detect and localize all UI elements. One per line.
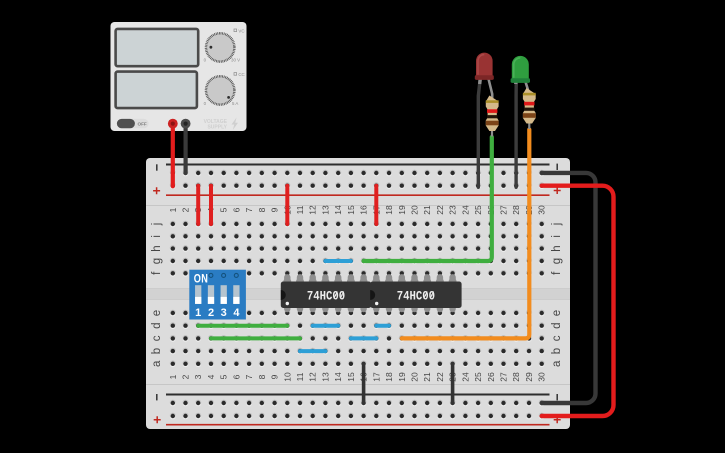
svg-text:6: 6 — [231, 207, 241, 212]
svg-text:12: 12 — [308, 205, 318, 215]
svg-text:28: 28 — [511, 372, 521, 382]
svg-text:b: b — [151, 348, 163, 354]
svg-text:2: 2 — [208, 307, 214, 319]
svg-text:74HC00: 74HC00 — [397, 288, 435, 303]
svg-text:g: g — [551, 258, 563, 264]
svg-text:10: 10 — [282, 372, 292, 382]
svg-text:9: 9 — [270, 374, 280, 379]
svg-text:29: 29 — [524, 372, 534, 382]
svg-text:i: i — [151, 235, 163, 238]
svg-text:8: 8 — [257, 374, 267, 379]
svg-text:f: f — [551, 271, 563, 275]
svg-text:22: 22 — [435, 205, 445, 215]
svg-text:16: 16 — [359, 205, 369, 215]
svg-text:5: 5 — [219, 374, 229, 379]
svg-text:f: f — [151, 271, 163, 275]
svg-text:e: e — [151, 310, 163, 316]
svg-text:26: 26 — [486, 372, 496, 382]
svg-text:8: 8 — [257, 207, 267, 212]
svg-text:g: g — [151, 258, 163, 264]
svg-text:11: 11 — [295, 205, 305, 214]
svg-text:14: 14 — [333, 372, 343, 382]
svg-text:5: 5 — [219, 207, 229, 212]
svg-text:a: a — [151, 360, 163, 367]
svg-text:VOLTAGE: VOLTAGE — [204, 119, 228, 125]
svg-text:7: 7 — [244, 374, 254, 379]
svg-text:24: 24 — [460, 372, 470, 382]
svg-text:27: 27 — [499, 372, 509, 382]
svg-text:17: 17 — [371, 372, 381, 382]
svg-text:3: 3 — [221, 307, 227, 319]
svg-text:c: c — [551, 335, 563, 341]
svg-text:25: 25 — [473, 205, 483, 215]
svg-text:24: 24 — [460, 205, 470, 215]
svg-text:15: 15 — [346, 372, 356, 382]
svg-text:j: j — [151, 223, 163, 227]
svg-text:2: 2 — [181, 374, 191, 379]
svg-text:18: 18 — [384, 205, 394, 215]
svg-text:h: h — [551, 245, 563, 251]
svg-text:19: 19 — [397, 372, 407, 382]
svg-text:d: d — [551, 322, 563, 328]
svg-text:19: 19 — [397, 205, 407, 215]
svg-text:4: 4 — [233, 307, 240, 319]
svg-text:d: d — [151, 322, 163, 328]
svg-text:ON: ON — [194, 274, 208, 286]
svg-text:18: 18 — [384, 372, 394, 382]
svg-text:12: 12 — [308, 372, 318, 382]
svg-text:23: 23 — [448, 205, 458, 215]
svg-text:22: 22 — [435, 372, 445, 382]
svg-text:OFF: OFF — [138, 122, 147, 127]
svg-text:20: 20 — [410, 372, 420, 382]
svg-text:7: 7 — [244, 207, 254, 212]
svg-text:1: 1 — [195, 307, 201, 319]
svg-text:21: 21 — [422, 205, 432, 215]
svg-text:6: 6 — [231, 374, 241, 379]
svg-text:CC: CC — [238, 72, 244, 77]
svg-text:0: 0 — [204, 58, 207, 63]
svg-text:74HC00: 74HC00 — [307, 288, 345, 303]
svg-text:c: c — [151, 335, 163, 341]
svg-text:1: 1 — [168, 374, 178, 379]
svg-text:30: 30 — [537, 205, 547, 215]
svg-text:28: 28 — [511, 205, 521, 215]
svg-text:30 V: 30 V — [231, 58, 240, 63]
svg-text:21: 21 — [422, 372, 432, 382]
svg-text:i: i — [551, 235, 563, 238]
svg-text:j: j — [551, 223, 563, 227]
svg-text:9: 9 — [270, 207, 280, 212]
svg-text:2: 2 — [181, 207, 191, 212]
svg-text:b: b — [551, 348, 563, 354]
svg-text:SUPPLY: SUPPLY — [207, 125, 227, 131]
svg-text:30: 30 — [537, 372, 547, 382]
svg-text:e: e — [551, 310, 563, 316]
svg-text:4: 4 — [206, 374, 216, 379]
svg-text:13: 13 — [320, 205, 330, 215]
svg-text:14: 14 — [333, 205, 343, 215]
svg-text:20: 20 — [410, 205, 420, 215]
svg-text:11: 11 — [295, 372, 305, 381]
svg-text:a: a — [551, 360, 563, 367]
svg-text:0: 0 — [204, 101, 207, 106]
svg-text:3: 3 — [193, 374, 203, 379]
svg-text:13: 13 — [320, 372, 330, 382]
svg-text:25: 25 — [473, 372, 483, 382]
svg-text:VC: VC — [238, 28, 244, 33]
svg-text:1: 1 — [168, 207, 178, 212]
svg-text:h: h — [151, 245, 163, 251]
svg-text:27: 27 — [499, 205, 509, 215]
svg-text:15: 15 — [346, 205, 356, 215]
svg-text:5 A: 5 A — [232, 101, 238, 106]
